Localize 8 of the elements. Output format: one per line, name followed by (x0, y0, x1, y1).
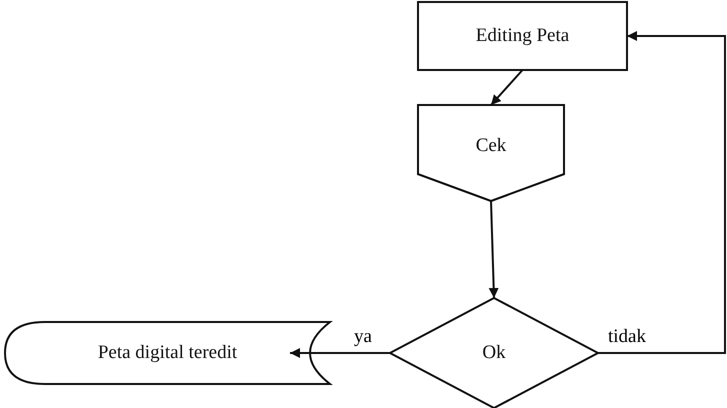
node-label: Editing Peta (476, 25, 570, 47)
arrow (290, 348, 390, 358)
node-label: Peta digital teredit (98, 342, 238, 364)
node-label: Ok (482, 342, 506, 364)
arrow (598, 31, 726, 354)
arrow (488, 200, 499, 298)
node-label: Cek (476, 135, 506, 157)
arrow (490, 69, 524, 106)
